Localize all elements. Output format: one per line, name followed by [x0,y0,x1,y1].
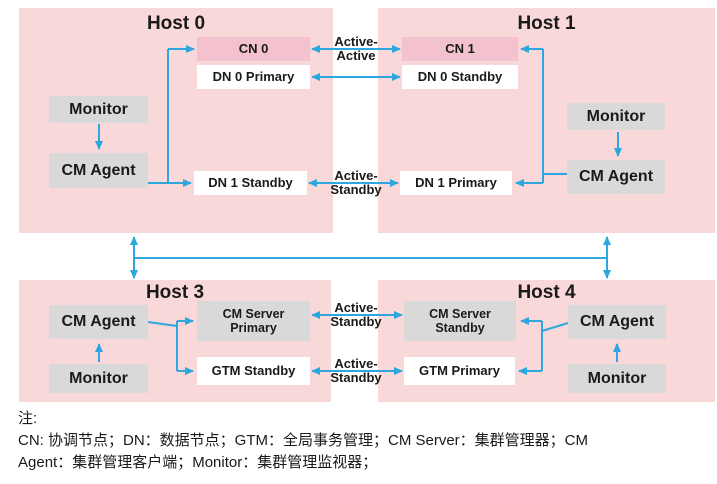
node-dn1-standby: DN 1 Standby [194,171,307,195]
node-gtm-standby: GTM Standby [197,357,310,385]
node-monitor-host1: Monitor [567,103,665,130]
node-monitor-host3: Monitor [49,364,148,393]
host4-title: Host 4 [517,282,576,303]
host1-title: Host 1 [517,13,576,34]
node-cn1: CN 1 [402,37,518,61]
legend-line-1: CN: 协调节点；DN：数据节点；GTM：全局事务管理；CM Server：集群… [18,432,588,449]
node-cmagent-host4: CM Agent [568,305,666,339]
node-cmagent-host1: CM Agent [567,160,665,194]
node-cmagent-host3: CM Agent [49,305,148,339]
label-active-standby-cmserver: Active- Standby [330,300,382,329]
node-cmagent-host0: CM Agent [49,153,148,188]
node-monitor-host0: Monitor [49,96,148,123]
legend-line-2: Agent：集群管理客户端；Monitor：集群管理监视器； [18,454,378,471]
host3-title: Host 3 [145,282,205,303]
legend-title: 注: [18,410,38,427]
node-gtm-primary: GTM Primary [404,357,515,385]
node-cmserver-standby: CM Server Standby [404,301,516,341]
node-dn0-standby: DN 0 Standby [402,65,518,89]
legend-note: 注: CN: 协调节点；DN：数据节点；GTM：全局事务管理；CM Server… [18,408,588,474]
label-active-standby-dn1: Active- Standby [330,168,382,197]
node-dn0-primary: DN 0 Primary [197,65,310,89]
node-dn1-primary: DN 1 Primary [400,171,512,195]
host0-title: Host 0 [146,13,206,34]
node-cmserver-primary: CM Server Primary [197,301,310,341]
node-monitor-host4: Monitor [568,364,666,393]
node-cn0: CN 0 [197,37,310,61]
label-active-standby-gtm: Active- Standby [330,356,382,385]
label-active-active: Active- Active [334,34,378,63]
